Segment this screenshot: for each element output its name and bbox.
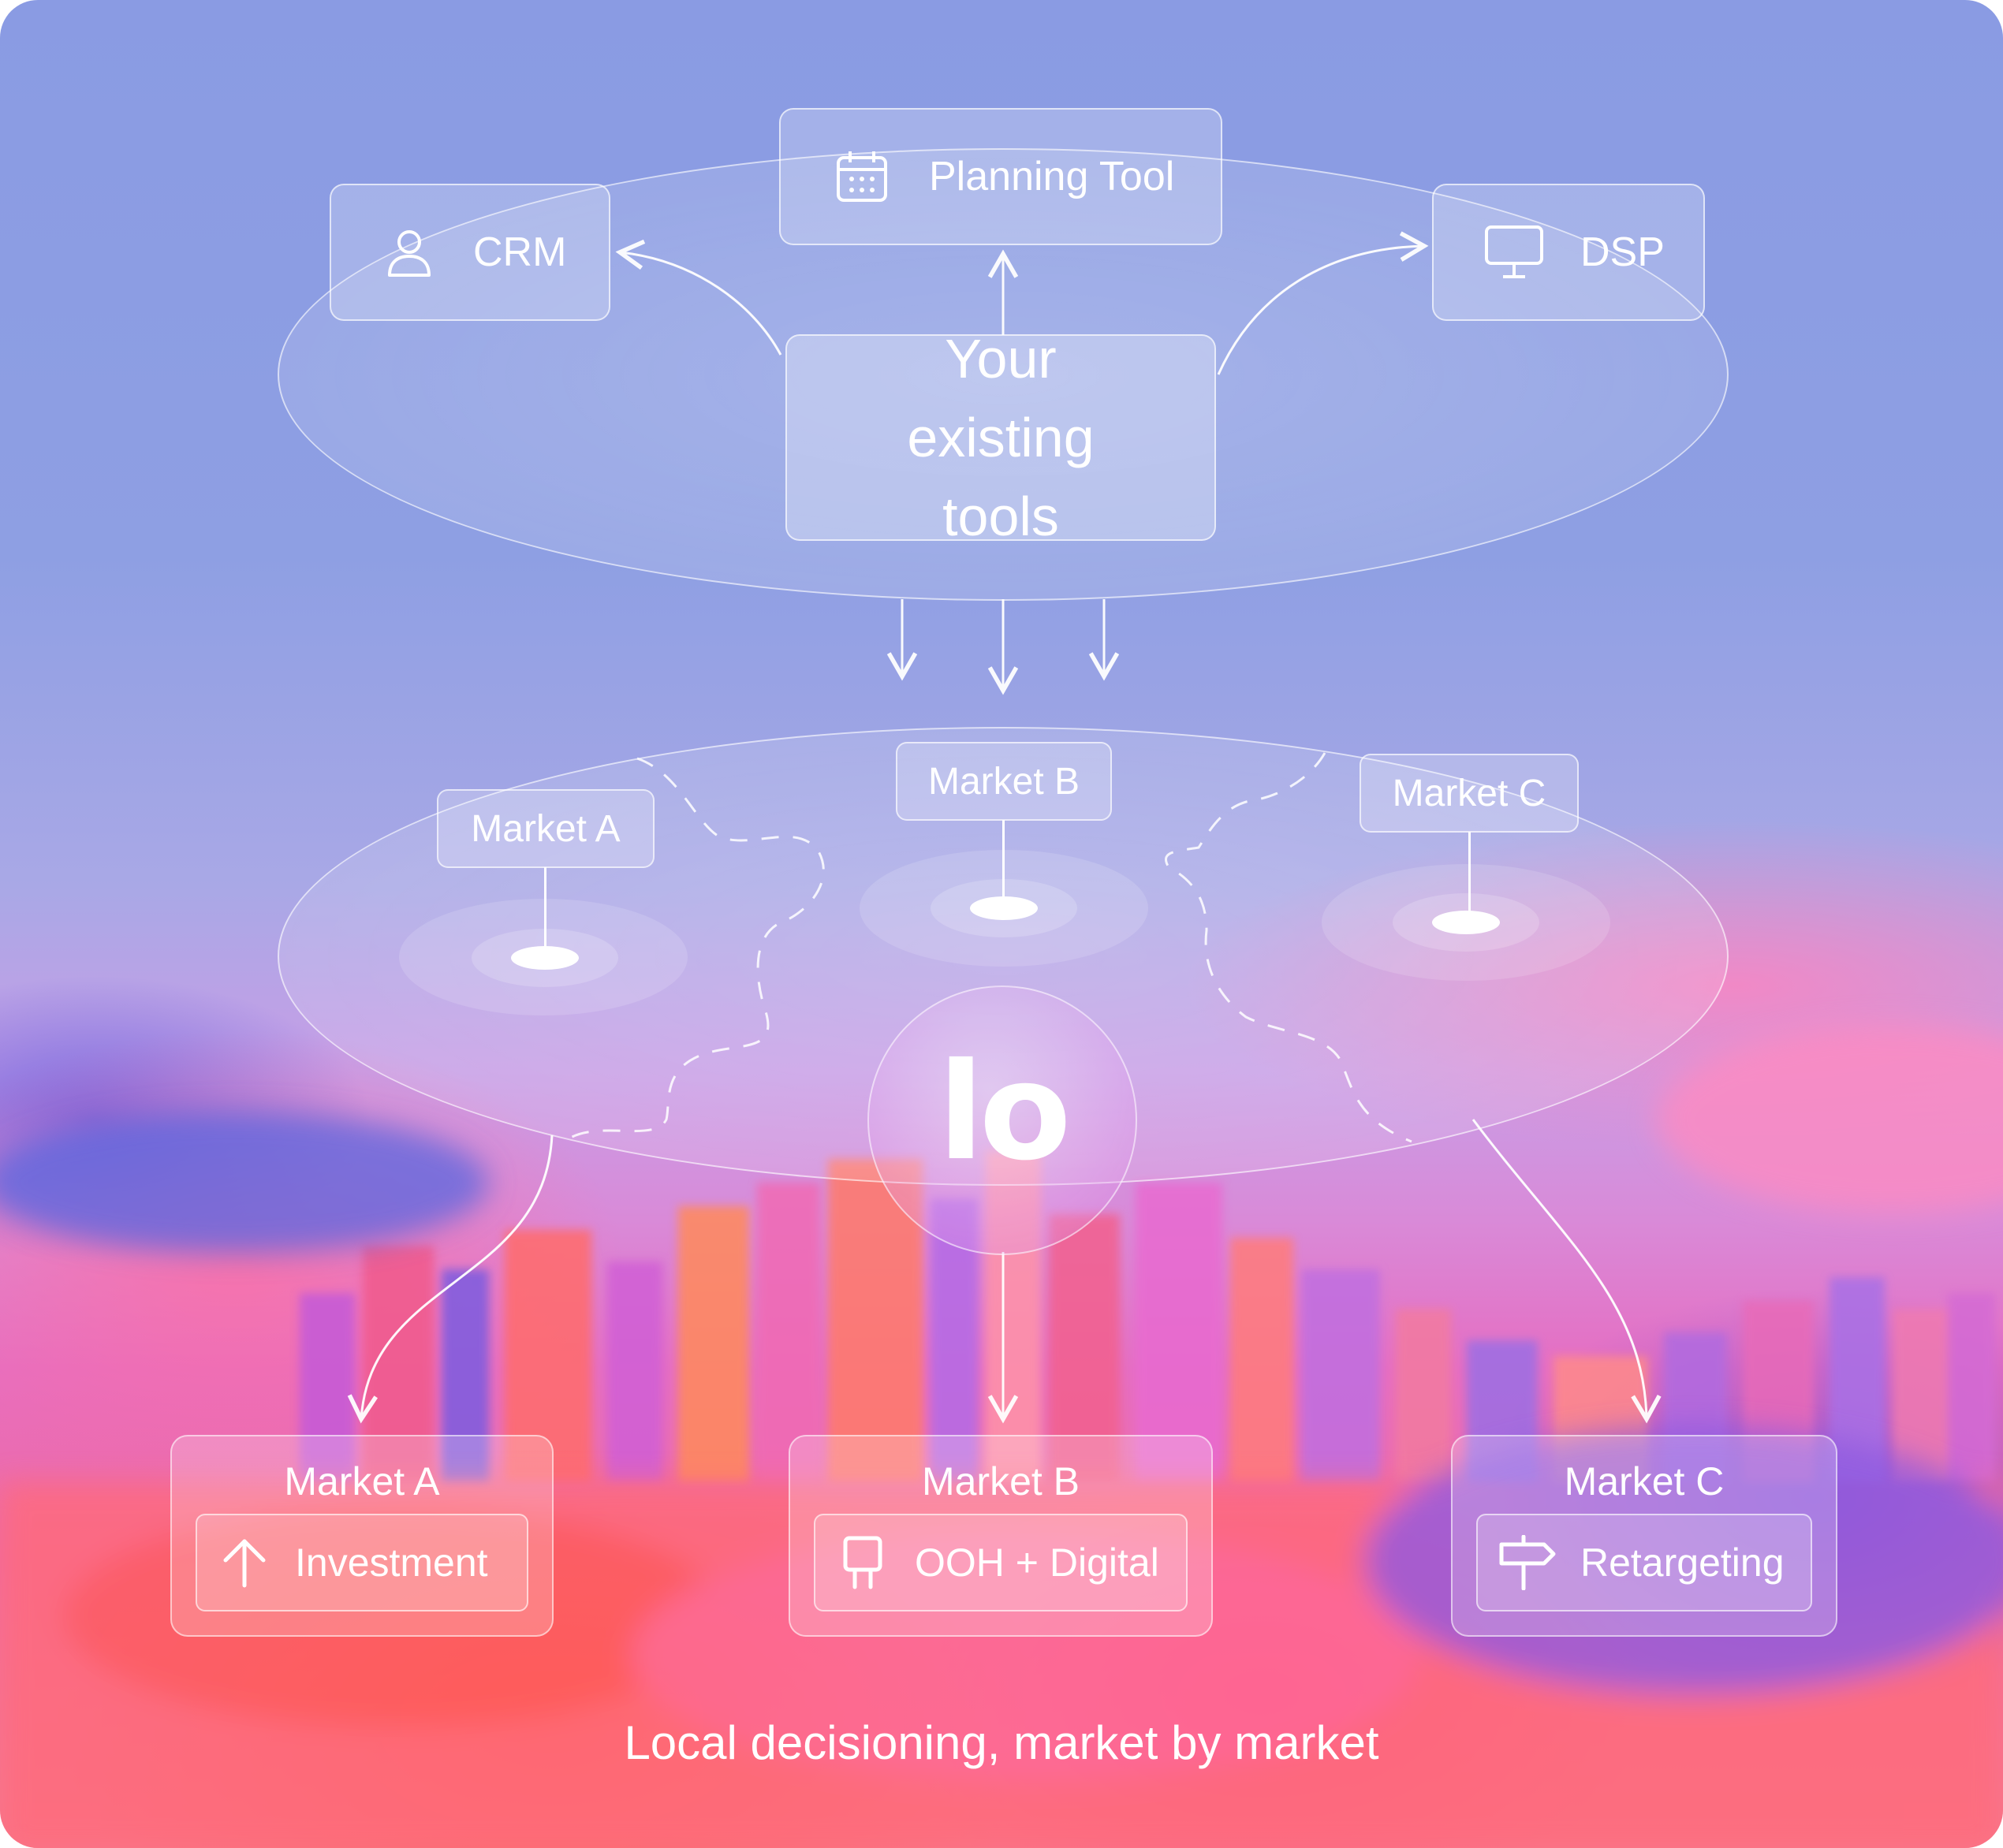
retargeting-label: Retargeting <box>1580 1541 1785 1585</box>
market-b-tag: Market B <box>896 742 1112 821</box>
market-c-card-title: Market C <box>1564 1459 1725 1503</box>
market-b-card: Market B OOH + Digital <box>789 1435 1213 1637</box>
arrow-to-market-c <box>1471 1119 1662 1424</box>
market-b-stem <box>1002 820 1005 907</box>
market-a-card-title: Market A <box>284 1459 440 1503</box>
user-icon <box>388 230 431 277</box>
hub-logo-circle: lo <box>867 985 1137 1255</box>
market-c-card: Market C Retargeting <box>1451 1435 1837 1637</box>
calendar-icon <box>837 151 887 202</box>
border-b-c <box>1165 752 1412 1143</box>
market-a-card: Market A Investment <box>170 1435 554 1637</box>
arrow-to-crm <box>615 239 782 356</box>
market-b-tag-label: Market B <box>927 760 1080 803</box>
market-c-tag-label: Market C <box>1392 772 1546 814</box>
border-a-b <box>567 757 825 1141</box>
ooh-digital-label: OOH + Digital <box>915 1541 1159 1585</box>
market-a-tag: Market A <box>437 789 655 868</box>
monitor-icon <box>1485 225 1543 278</box>
investment-chip: Investment <box>196 1514 528 1611</box>
ooh-digital-chip: OOH + Digital <box>814 1514 1188 1611</box>
investment-label: Investment <box>295 1541 488 1585</box>
dsp-box: DSP <box>1432 184 1705 321</box>
market-a-stem <box>544 867 546 956</box>
market-a-tag-label: Market A <box>471 807 621 850</box>
market-b-card-title: Market B <box>921 1459 1080 1503</box>
arrow-up-icon <box>223 1539 266 1588</box>
crm-box: CRM <box>330 184 610 321</box>
market-c-stem <box>1468 832 1471 920</box>
planning-tool-box: Planning Tool <box>779 108 1222 245</box>
existing-tools-ellipse <box>278 148 1729 601</box>
hub-logo-text: lo <box>938 1034 1071 1190</box>
dsp-label: DSP <box>1580 229 1665 275</box>
arrow-to-market-a <box>347 1135 554 1424</box>
existing-tools-box: Your existing tools <box>785 328 1216 547</box>
arrow-to-dsp <box>1217 231 1429 375</box>
existing-tools-label: Your existing tools <box>907 328 1095 547</box>
planning-tool-label: Planning Tool <box>929 154 1175 199</box>
crm-label: CRM <box>473 229 567 275</box>
billboard-icon <box>843 1536 882 1589</box>
market-c-tag: Market C <box>1360 754 1579 833</box>
market-c-pin <box>1432 911 1500 934</box>
retargeting-chip: Retargeting <box>1476 1514 1812 1611</box>
diagram-caption: Local decisioning, market by market <box>624 1716 1379 1769</box>
signpost-icon <box>1499 1535 1556 1590</box>
